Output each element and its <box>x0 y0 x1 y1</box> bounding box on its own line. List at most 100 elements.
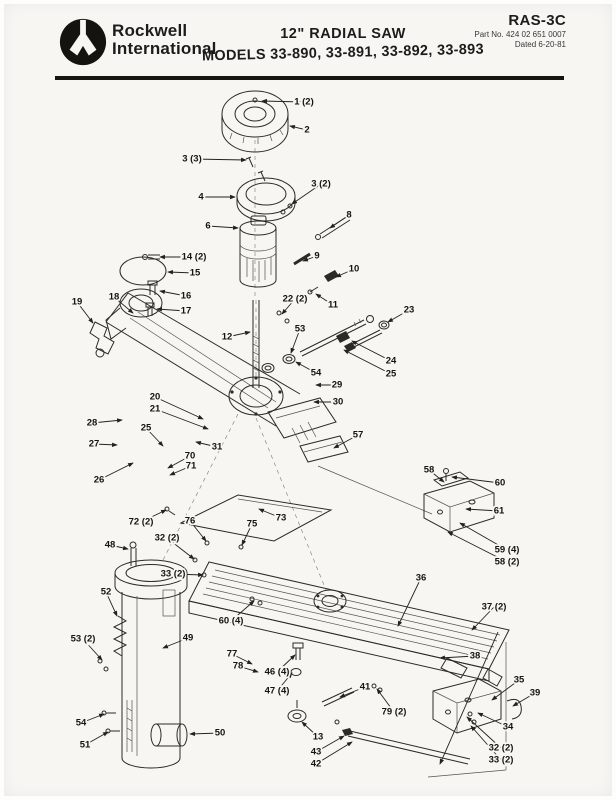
callout-leader <box>166 537 195 560</box>
callout-label: 26 <box>94 475 105 486</box>
callout-label: 13 <box>313 732 324 743</box>
callout-leader <box>195 440 218 448</box>
callout-label: 28 <box>87 418 98 429</box>
callout-leader <box>207 225 239 230</box>
callout-label: 15 <box>190 268 201 279</box>
callout-label: 11 <box>328 300 339 311</box>
callout-leader <box>145 427 164 447</box>
callout-label: 32 (2) <box>155 533 180 544</box>
callout-leader <box>295 361 317 374</box>
callout-leader <box>189 520 207 542</box>
callout-leader <box>477 712 509 728</box>
callout-leader <box>466 716 502 749</box>
callout-leader <box>241 523 253 546</box>
brand-name: Rockwell International <box>112 22 217 58</box>
callout-label: 25 <box>386 369 397 380</box>
callout-label: 14 (2) <box>182 252 207 263</box>
callout-leader <box>159 289 187 297</box>
callout-label: 17 <box>181 306 192 317</box>
callout-leader <box>191 157 247 163</box>
callout-label: 21 <box>150 404 161 415</box>
callout-label: 30 <box>333 397 344 408</box>
callout-leader <box>439 655 476 660</box>
badge-oval <box>119 256 167 286</box>
callout-label: 53 <box>295 324 306 335</box>
callout-label: 58 (2) <box>495 557 520 568</box>
brand-line1: Rockwell <box>112 21 188 40</box>
callout-leader <box>301 721 319 738</box>
page-header: Rockwell International 12" RADIAL SAW MO… <box>0 0 616 84</box>
callout-leader <box>98 462 134 481</box>
callout-label: 47 (4) <box>265 686 290 697</box>
callout-leader <box>315 735 345 753</box>
callout-label: 19 <box>72 297 83 308</box>
rockwell-logo-icon <box>59 18 107 66</box>
callout-leader <box>261 98 305 104</box>
doc-code: RAS-3C <box>508 12 566 29</box>
callout-label: 22 (2) <box>283 294 308 305</box>
callout-label: 29 <box>332 380 343 391</box>
frame-lines <box>427 631 507 778</box>
callout-label: 49 <box>183 633 194 644</box>
callout-label: 53 (2) <box>71 634 96 645</box>
callout-leader <box>376 688 395 713</box>
clamp-ring <box>236 177 296 222</box>
elevating-rod <box>252 300 290 388</box>
callout-leader <box>169 465 192 476</box>
callout-leader <box>91 418 123 424</box>
callout-label: 39 <box>530 688 541 699</box>
callout-label: 77 <box>227 649 238 660</box>
callout-label: 75 <box>247 519 258 530</box>
right-bracket <box>423 468 495 533</box>
callout-leader <box>156 307 187 312</box>
callout-leader <box>290 328 301 354</box>
callout-leader <box>459 522 508 551</box>
callout-label: 60 <box>495 478 506 489</box>
callout-leader <box>154 408 209 430</box>
callout-leader <box>470 725 502 761</box>
callout-label: 18 <box>109 292 120 303</box>
callout-label: 54 <box>311 368 322 379</box>
callout-leader <box>491 679 520 701</box>
callout-label: 70 <box>185 451 196 462</box>
callout-label: 33 (2) <box>161 569 186 580</box>
callout-label: 76 <box>185 516 196 527</box>
callout-leader <box>333 434 359 449</box>
callout-label: 78 <box>233 661 244 672</box>
callout-label: 61 <box>494 506 505 517</box>
callout-label: 73 <box>276 513 287 524</box>
callout-label: 48 <box>105 540 116 551</box>
callout-label: 59 (4) <box>495 545 520 556</box>
callout-leader <box>289 124 308 131</box>
callout-label: 72 (2) <box>129 517 154 528</box>
radial-arm <box>105 288 301 427</box>
callout-label: 36 <box>416 573 427 584</box>
callout-leader <box>80 713 105 724</box>
callout-leader <box>258 508 282 519</box>
callout-label: 23 <box>404 305 415 316</box>
callout-leader <box>512 692 536 707</box>
callout-label: 6 <box>205 221 210 232</box>
callout-leader <box>281 298 296 315</box>
callout-leader <box>172 572 204 578</box>
brand-line2: International <box>112 39 217 58</box>
callout-label: 8 <box>346 210 351 221</box>
callout-leader <box>471 606 495 631</box>
callout-leader <box>162 637 189 649</box>
column-assembly <box>97 541 188 769</box>
elevating-housing <box>239 215 277 288</box>
callout-leader <box>397 577 422 627</box>
callout-label: 3 (3) <box>182 154 202 165</box>
callout-label: 27 <box>89 439 100 450</box>
callout-label: 4 <box>198 192 204 203</box>
callout-label: 31 <box>212 442 223 453</box>
callout-leader <box>465 507 500 512</box>
callout-leader <box>335 268 355 278</box>
stud-and-washers <box>261 215 390 373</box>
callout-leader <box>109 544 129 551</box>
callout-leader <box>315 293 334 306</box>
callout-label: 58 <box>424 465 435 476</box>
callout-leader <box>302 255 318 262</box>
